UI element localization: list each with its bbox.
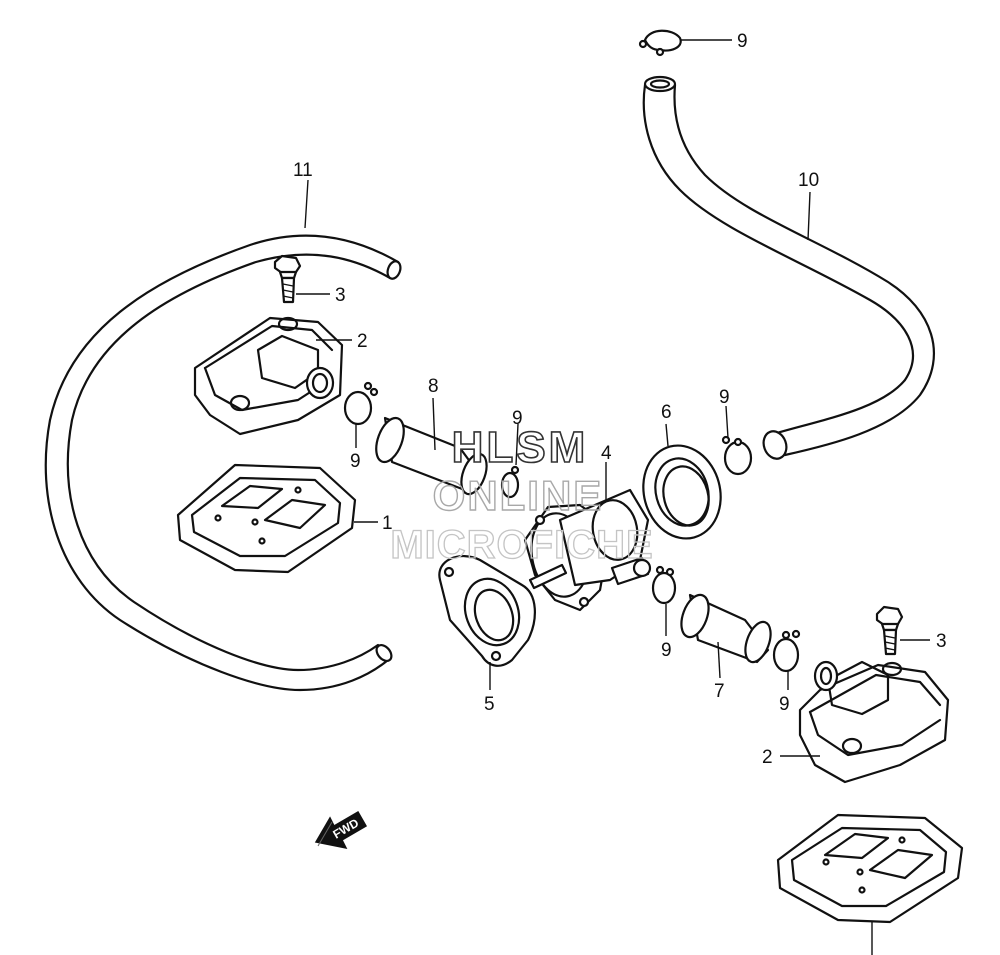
clamp-part-9-c [721, 435, 753, 476]
hose-part-7 [680, 593, 772, 664]
callout-4: 4 [601, 443, 612, 464]
callout-9-c: 9 [719, 387, 730, 408]
hose-part-8 [375, 416, 488, 496]
bolt-part-3-right [875, 605, 904, 656]
callout-11: 11 [293, 160, 313, 181]
callout-1: 1 [382, 513, 393, 534]
watermark-line-3: MICROFICHE [390, 523, 653, 567]
callout-labels: 9 10 11 3 2 8 9 9 6 9 4 1 5 9 7 9 3 2 [293, 31, 947, 768]
clamp-part-9-e [772, 629, 801, 673]
grommet-part-6 [642, 444, 722, 540]
callout-7: 7 [714, 681, 725, 702]
clamp-part-9-top [638, 29, 682, 57]
clamp-part-9-d [651, 565, 677, 605]
callout-6: 6 [661, 402, 672, 423]
clamp-part-9-a [343, 381, 379, 426]
watermark: HLSM ONLINE MICROFICHE [390, 422, 654, 567]
callout-5: 5 [484, 694, 495, 715]
callout-3-right: 3 [936, 631, 947, 652]
callout-3-left: 3 [335, 285, 346, 306]
leader-lines [296, 39, 930, 955]
gasket-part-1-right [776, 813, 964, 924]
hose-part-11 [44, 234, 402, 692]
callout-9-top: 9 [737, 31, 748, 52]
valve-cover-part-2-right [798, 660, 950, 784]
watermark-line-1: HLSM [452, 423, 589, 472]
fwd-arrow-icon: FWD [314, 810, 368, 850]
callout-8: 8 [428, 376, 439, 397]
valve-cover-part-2-left [193, 316, 344, 436]
flange-part-5 [438, 555, 536, 667]
callout-9-b: 9 [512, 408, 523, 429]
callout-9-d: 9 [661, 640, 672, 661]
callout-2-right: 2 [762, 747, 773, 768]
bolt-part-3-left [273, 254, 302, 304]
watermark-line-2: ONLINE [433, 472, 604, 519]
callout-2-left: 2 [357, 331, 368, 352]
gasket-part-1-left [176, 463, 357, 574]
callout-9-a: 9 [350, 451, 361, 472]
hose-part-10 [642, 75, 935, 460]
callout-10: 10 [798, 170, 819, 191]
callout-9-e: 9 [779, 694, 790, 715]
valve-body-part-4 [523, 488, 652, 612]
clamp-part-9-b [500, 465, 520, 499]
